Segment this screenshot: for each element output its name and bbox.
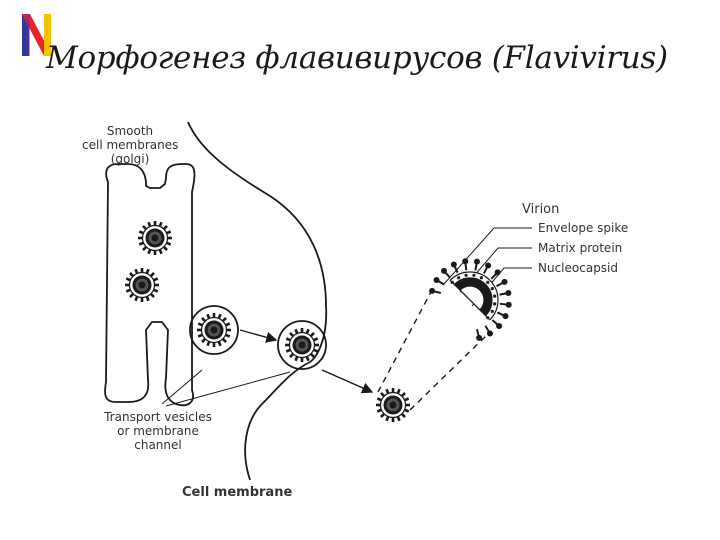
nucleocapsid-label: Nucleocapsid bbox=[538, 261, 618, 275]
matrix-protein-label: Matrix protein bbox=[538, 241, 622, 255]
virus-particle bbox=[376, 388, 410, 422]
envelope-spike-label: Envelope spike bbox=[538, 221, 628, 235]
virion-heading: Virion bbox=[522, 203, 559, 217]
transport-vesicle bbox=[278, 321, 326, 369]
virus-particle bbox=[125, 268, 159, 302]
enlarged-virion bbox=[429, 258, 512, 341]
virus-particle bbox=[138, 221, 172, 255]
cell-membrane-label: Cell membrane bbox=[182, 486, 292, 500]
smooth-membranes-label: Smooth cell membranes (golgi) bbox=[82, 124, 178, 166]
transport-vesicles-label: Transport vesicles or membrane channel bbox=[100, 410, 216, 452]
transport-vesicle bbox=[190, 306, 238, 354]
